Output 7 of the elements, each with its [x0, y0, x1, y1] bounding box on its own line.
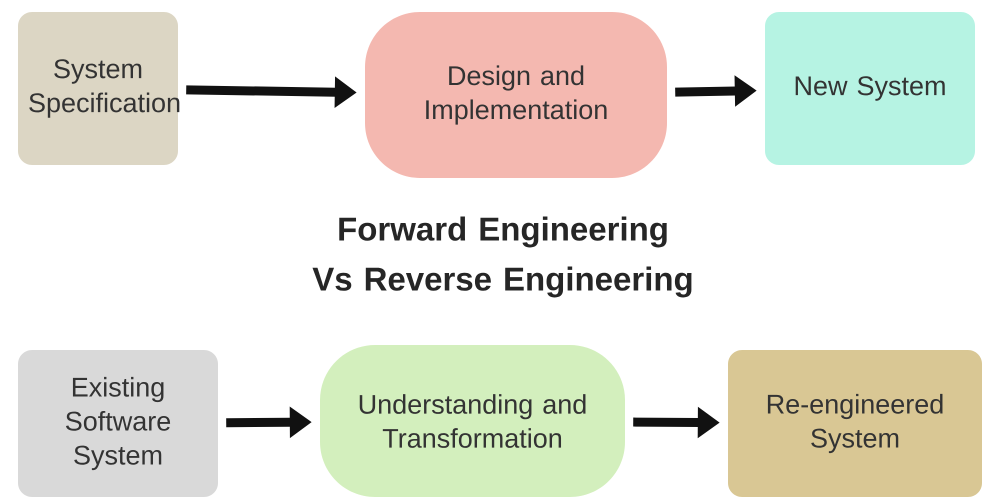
process-box: Understanding and Transformation	[320, 345, 625, 497]
process-box: Design and Implementation	[365, 12, 667, 178]
process-box: Existing Software System	[18, 350, 218, 497]
title: Forward Engineering Vs Reverse Engineering	[312, 216, 692, 298]
process-box: New System	[765, 12, 975, 165]
process-box: Re-engineered System	[728, 350, 982, 497]
process-box: System Specification	[18, 12, 180, 165]
